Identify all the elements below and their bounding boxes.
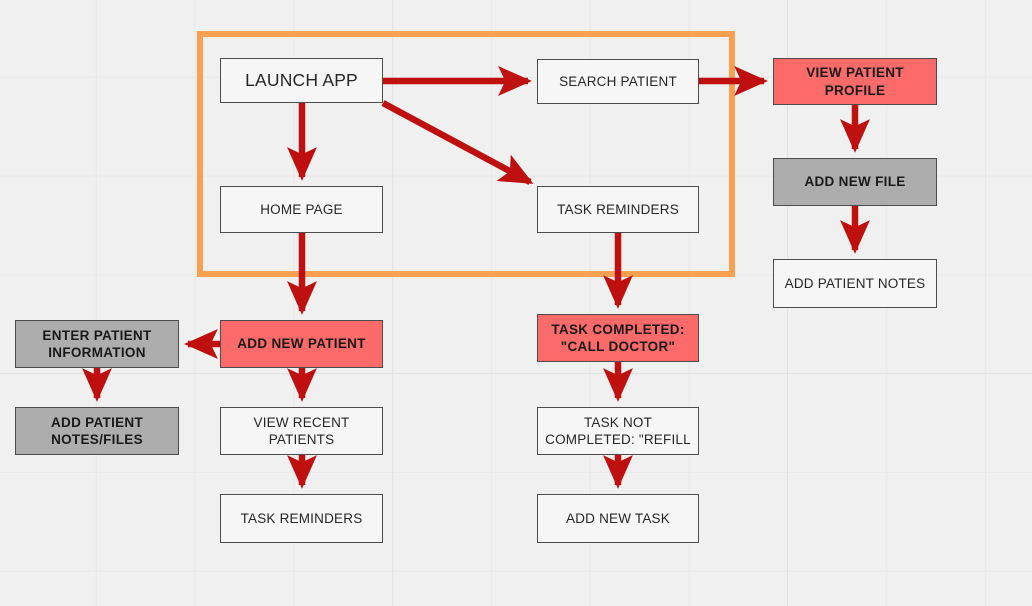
node-enter-patient-information[interactable]: ENTER PATIENT INFORMATION [15,320,179,368]
node-add-patient-notes[interactable]: ADD PATIENT NOTES [773,259,937,308]
node-view-patient-profile[interactable]: VIEW PATIENT PROFILE [773,58,937,105]
node-task-reminders-top[interactable]: TASK REMINDERS [537,186,699,233]
node-add-new-patient[interactable]: ADD NEW PATIENT [220,320,383,368]
main-flow-group-box[interactable] [197,31,735,277]
node-search-patient[interactable]: SEARCH PATIENT [537,59,699,104]
node-view-recent-patients[interactable]: VIEW RECENT PATIENTS [220,407,383,455]
node-home-page[interactable]: HOME PAGE [220,186,383,233]
node-task-not-completed[interactable]: TASK NOT COMPLETED: "REFILL [537,407,699,455]
node-add-patient-notes-files[interactable]: ADD PATIENT NOTES/FILES [15,407,179,455]
node-task-completed[interactable]: TASK COMPLETED: "CALL DOCTOR" [537,314,699,362]
node-launch-app[interactable]: LAUNCH APP [220,58,383,103]
node-add-new-task[interactable]: ADD NEW TASK [537,494,699,543]
node-task-reminders-bottom[interactable]: TASK REMINDERS [220,494,383,543]
node-add-new-file[interactable]: ADD NEW FILE [773,158,937,206]
